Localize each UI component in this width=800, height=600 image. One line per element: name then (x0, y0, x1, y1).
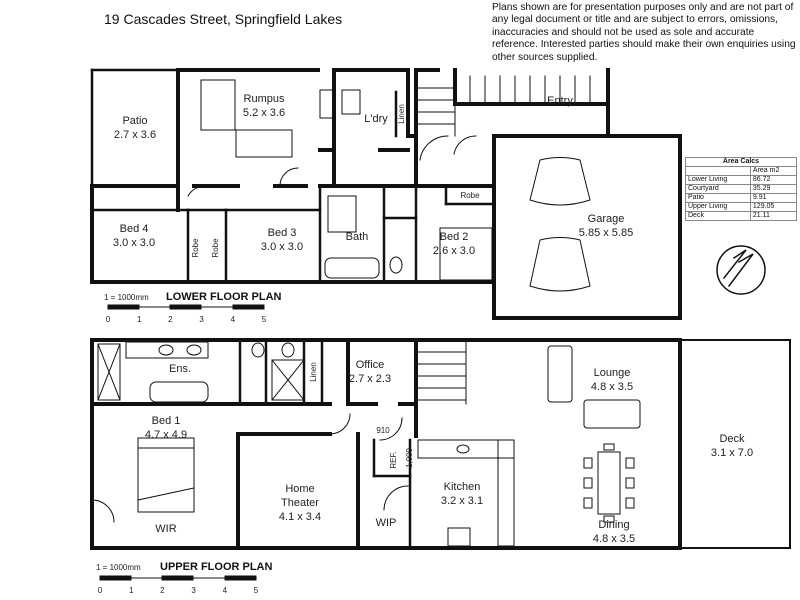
area-calcs-row-label: Upper Living (685, 202, 751, 212)
deck-label: Deck (719, 433, 745, 445)
robe-c-label: Robe (460, 191, 480, 200)
bed2-label: Bed 2 (440, 231, 469, 243)
area-calcs-row-value: 35.29 (749, 184, 798, 194)
area-calcs-row-value: 129.05 (749, 202, 798, 212)
bed3-label: Bed 3 (268, 227, 297, 239)
scale-tick-label: 5 (254, 586, 259, 595)
area-calcs-row-label: Courtyard (685, 184, 751, 194)
dim-height-label: 1,000 (405, 447, 414, 468)
scale-tick-label: 0 (98, 586, 103, 595)
upper-linen-label: Linen (309, 362, 318, 382)
bed1-label: Bed 1 (152, 415, 181, 427)
wir-label: WIR (155, 523, 176, 535)
upper-floor-title: UPPER FLOOR PLAN (160, 561, 273, 573)
office-size: 2.7 x 2.3 (349, 373, 391, 385)
lower-floor-walls (90, 68, 682, 320)
scale-tick-label: 3 (199, 315, 204, 324)
upper-floor-inner-walls (238, 338, 412, 550)
scale-tick-label: 2 (160, 586, 165, 595)
lower-floor-details (187, 75, 591, 292)
deck-size: 3.1 x 7.0 (711, 447, 753, 459)
dim-width-label: 910 (376, 426, 390, 435)
entry-label: Entry (547, 95, 573, 107)
scale-tick-label: 5 (262, 315, 267, 324)
bed2-size: 2.6 x 3.0 (433, 245, 475, 257)
lower-floor-inner-walls (90, 68, 496, 284)
ensuite-label: Ens. (169, 363, 191, 375)
robe-b-label: Robe (211, 238, 220, 258)
upper-scale-label: 1 = 1000mm (96, 563, 141, 572)
patio-label: Patio (122, 115, 147, 127)
wip-label: WIP (376, 517, 397, 529)
page-title: 19 Cascades Street, Springfield Lakes (104, 11, 343, 27)
lounge-label: Lounge (594, 367, 631, 379)
upper-floor-details (91, 339, 641, 547)
disclaimer-text: Plans shown are for presentation purpose… (492, 2, 796, 63)
area-calcs-row-value: 9.91 (749, 193, 798, 203)
scale-tick-label: 3 (191, 586, 196, 595)
office-label: Office (356, 359, 385, 371)
lounge-size: 4.8 x 3.5 (591, 381, 633, 393)
theater-label-2: Theater (281, 497, 319, 509)
north-arrow (716, 245, 766, 295)
upper-floor-walls-deck (679, 339, 791, 549)
lower-scale-ticks: 0 1 2 3 4 5 (106, 315, 267, 324)
scale-tick-label: 1 (129, 586, 134, 595)
lower-scale-bar (107, 304, 265, 310)
lower-linen-label: Linen (397, 104, 406, 124)
scale-tick-label: 4 (231, 315, 236, 324)
scale-tick-label: 1 (137, 315, 142, 324)
upper-scale-ticks: 0 1 2 3 4 5 (98, 586, 259, 595)
kitchen-label: Kitchen (444, 481, 481, 493)
bed3-size: 3.0 x 3.0 (261, 241, 303, 253)
area-calcs-title: Area Calcs (685, 157, 797, 167)
dining-size: 4.8 x 3.5 (593, 533, 635, 545)
bed4-size: 3.0 x 3.0 (113, 237, 155, 249)
scale-tick-label: 0 (106, 315, 111, 324)
area-calcs-row-label: Patio (685, 193, 751, 203)
bed1-size: 4.7 x 4.9 (145, 429, 187, 441)
area-calcs-blank-header (685, 166, 751, 176)
upper-scale-bar (99, 575, 257, 581)
area-calcs-row-value: 86.72 (749, 175, 798, 185)
theater-label-1: Home (285, 483, 314, 495)
scale-tick-label: 4 (223, 586, 228, 595)
area-calcs-row-label: Deck (685, 211, 751, 221)
bed4-label: Bed 4 (120, 223, 149, 235)
lower-scale-label: 1 = 1000mm (104, 293, 149, 302)
rumpus-size: 5.2 x 3.6 (243, 107, 285, 119)
laundry-label: L'dry (364, 113, 388, 125)
theater-size: 4.1 x 3.4 (279, 511, 321, 523)
garage-label: Garage (588, 213, 625, 225)
area-calcs-row-value: 21.11 (749, 211, 798, 221)
robe-a-label: Robe (191, 238, 200, 258)
bath-label: Bath (346, 231, 369, 243)
lower-floor-title: LOWER FLOOR PLAN (166, 291, 282, 303)
rumpus-label: Rumpus (244, 93, 285, 105)
ref-label: REF. (389, 451, 398, 468)
area-calcs-column-header: Area m2 (749, 166, 798, 176)
dining-label: Dining (598, 519, 629, 531)
area-calcs-row-label: Lower Living (685, 175, 751, 185)
patio-size: 2.7 x 3.6 (114, 129, 156, 141)
scale-tick-label: 2 (168, 315, 173, 324)
garage-size: 5.85 x 5.85 (579, 227, 633, 239)
kitchen-size: 3.2 x 3.1 (441, 495, 483, 507)
